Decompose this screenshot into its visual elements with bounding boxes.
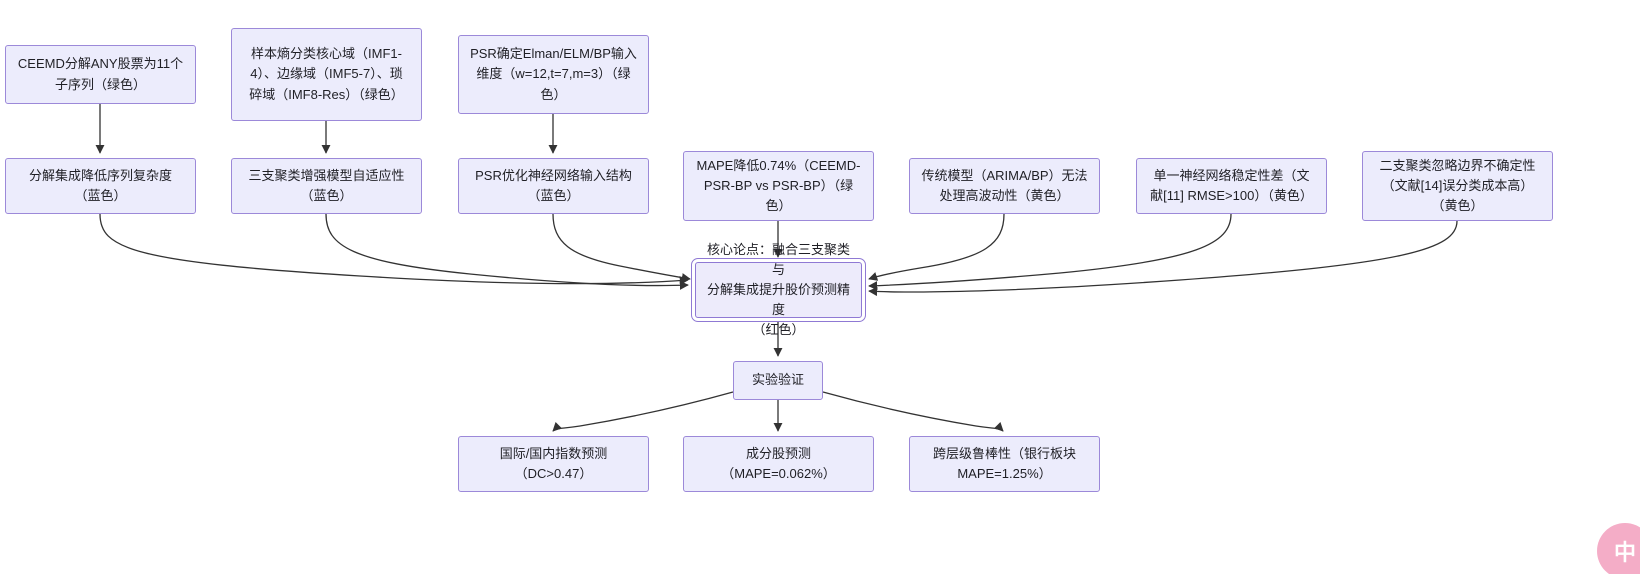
edge-singlenn-to-core bbox=[868, 213, 1232, 291]
node-label: 传统模型（ARIMA/BP）无法 处理高波动性（黄色） bbox=[921, 167, 1088, 203]
watermark-text: 中 bbox=[1613, 540, 1636, 565]
node-index-forecast[interactable]: 国际/国内指数预测 （DC>0.47） bbox=[458, 436, 649, 492]
node-label: 成分股预测 （MAPE=0.062%） bbox=[721, 445, 836, 481]
node-traditional-models-limit[interactable]: 传统模型（ARIMA/BP）无法 处理高波动性（黄色） bbox=[909, 158, 1100, 214]
node-label: 核心论点：融合三支聚类与 分解集成提升股价预测精度 （红色） bbox=[706, 241, 850, 338]
watermark-badge: 中 bbox=[1597, 523, 1640, 574]
node-label: 样本熵分类核心域（IMF1- 4）、边缘域（IMF5-7）、琐 碎域（IMF8-… bbox=[249, 46, 404, 102]
node-two-way-clustering-limit[interactable]: 二支聚类忽略边界不确定性 （文献[14]误分类成本高） （黄色） bbox=[1362, 151, 1553, 221]
node-three-way-adaptive[interactable]: 三支聚类增强模型自适应性 （蓝色） bbox=[231, 158, 422, 214]
node-sample-entropy[interactable]: 样本熵分类核心域（IMF1- 4）、边缘域（IMF5-7）、琐 碎域（IMF8-… bbox=[231, 28, 422, 121]
edge-experiment-to-robust bbox=[822, 391, 1004, 432]
node-cross-level-robustness[interactable]: 跨层级鲁棒性（银行板块 MAPE=1.25%） bbox=[909, 436, 1100, 492]
node-single-network-unstable[interactable]: 单一神经网络稳定性差（文 献[11] RMSE>100）（黄色） bbox=[1136, 158, 1327, 214]
node-label: 国际/国内指数预测 （DC>0.47） bbox=[499, 445, 608, 481]
node-label: PSR优化神经网络输入结构 （蓝色） bbox=[475, 167, 632, 203]
node-ceemd-decompose[interactable]: CEEMD分解ANY股票为11个 子序列（绿色） bbox=[5, 45, 196, 104]
node-label: MAPE降低0.74%（CEEMD- PSR-BP vs PSR-BP）（绿 色… bbox=[696, 157, 861, 214]
edge-twoway-to-core bbox=[868, 220, 1458, 297]
edge-traditional-to-core bbox=[868, 213, 1005, 281]
edge-psropt-to-core bbox=[552, 213, 691, 283]
node-label: 单一神经网络稳定性差（文 献[11] RMSE>100）（黄色） bbox=[1150, 167, 1313, 203]
node-label: 分解集成降低序列复杂度 （蓝色） bbox=[28, 167, 172, 203]
node-label: 三支聚类增强模型自适应性 （蓝色） bbox=[248, 167, 405, 203]
edge-experiment-to-index bbox=[552, 391, 734, 432]
node-label: PSR确定Elman/ELM/BP输入 维度（w=12,t=7,m=3）（绿 色… bbox=[470, 46, 637, 102]
node-psr-input-dimension[interactable]: PSR确定Elman/ELM/BP输入 维度（w=12,t=7,m=3）（绿 色… bbox=[458, 35, 649, 114]
edge-complexity-to-core bbox=[99, 213, 689, 286]
node-label: 跨层级鲁棒性（银行板块 MAPE=1.25%） bbox=[932, 445, 1076, 481]
node-label: CEEMD分解ANY股票为11个 子序列（绿色） bbox=[17, 56, 184, 92]
node-mape-reduction[interactable]: MAPE降低0.74%（CEEMD- PSR-BP vs PSR-BP）（绿 色… bbox=[683, 151, 874, 221]
node-label: 二支聚类忽略边界不确定性 （文献[14]误分类成本高） （黄色） bbox=[1379, 157, 1536, 214]
node-psr-optimize-input[interactable]: PSR优化神经网络输入结构 （蓝色） bbox=[458, 158, 649, 214]
node-label: 实验验证 bbox=[751, 372, 804, 388]
edge-threeway-to-core bbox=[325, 213, 689, 290]
node-experiment-verification[interactable]: 实验验证 bbox=[733, 361, 823, 400]
node-core-claim[interactable]: 核心论点：融合三支聚类与 分解集成提升股价预测精度 （红色） bbox=[691, 242, 866, 337]
node-reduce-complexity[interactable]: 分解集成降低序列复杂度 （蓝色） bbox=[5, 158, 196, 214]
node-constituent-stock-forecast[interactable]: 成分股预测 （MAPE=0.062%） bbox=[683, 436, 874, 492]
